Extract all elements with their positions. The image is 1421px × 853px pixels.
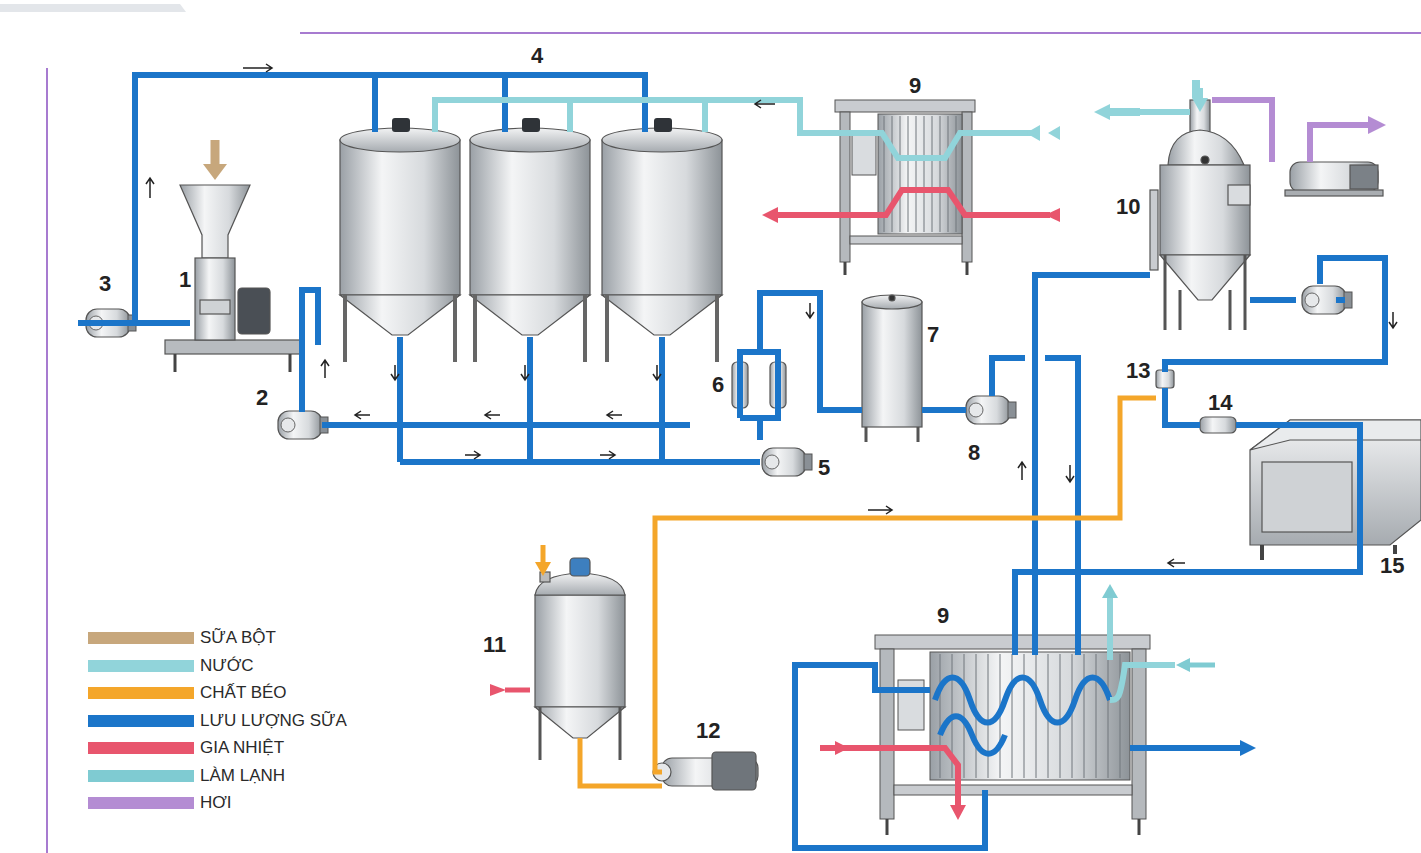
callout-number: 9	[935, 604, 951, 628]
legend-text: NƯỚC	[200, 656, 254, 676]
legend-swatch	[88, 632, 194, 644]
legend-row: SỮA BỘT	[88, 628, 280, 648]
legend-row: LÀM LẠNH	[88, 766, 290, 786]
callout-number: 4	[529, 44, 545, 68]
callout-number: 9	[907, 74, 923, 98]
legend-swatch	[88, 687, 194, 699]
legend-row: LƯU LƯỢNG SỮA	[88, 711, 351, 731]
legend-text: SỮA BỘT	[200, 628, 276, 648]
callout-number: 8	[966, 441, 982, 465]
legend-row: HƠI	[88, 793, 236, 813]
callout-number: 7	[925, 323, 941, 347]
callout-number: 10	[1114, 195, 1142, 219]
callout-number: 3	[97, 272, 113, 296]
legend-row: NƯỚC	[88, 656, 258, 676]
legend-text: LƯU LƯỢNG SỮA	[200, 711, 347, 731]
callout-number: 5	[816, 456, 832, 480]
legend-swatch	[88, 797, 194, 809]
callout-number: 12	[694, 719, 722, 743]
callout-number: 1	[177, 268, 193, 292]
callout-number: 13	[1124, 359, 1152, 383]
legend-swatch	[88, 770, 194, 782]
legend-text: CHẤT BÉO	[200, 683, 287, 703]
legend-text: GIA NHIỆT	[200, 738, 284, 758]
legend-text: LÀM LẠNH	[200, 766, 285, 786]
legend-row: CHẤT BÉO	[88, 683, 291, 703]
callout-number: 6	[710, 373, 726, 397]
legend-swatch	[88, 742, 194, 754]
callout-number: 15	[1378, 554, 1406, 578]
legend-swatch	[88, 660, 194, 672]
legend-text: HƠI	[200, 793, 232, 813]
callout-number: 14	[1206, 391, 1234, 415]
callout-number: 11	[481, 633, 508, 657]
legend-swatch	[88, 715, 194, 727]
callout-number: 2	[254, 386, 270, 410]
legend-row: GIA NHIỆT	[88, 738, 289, 758]
